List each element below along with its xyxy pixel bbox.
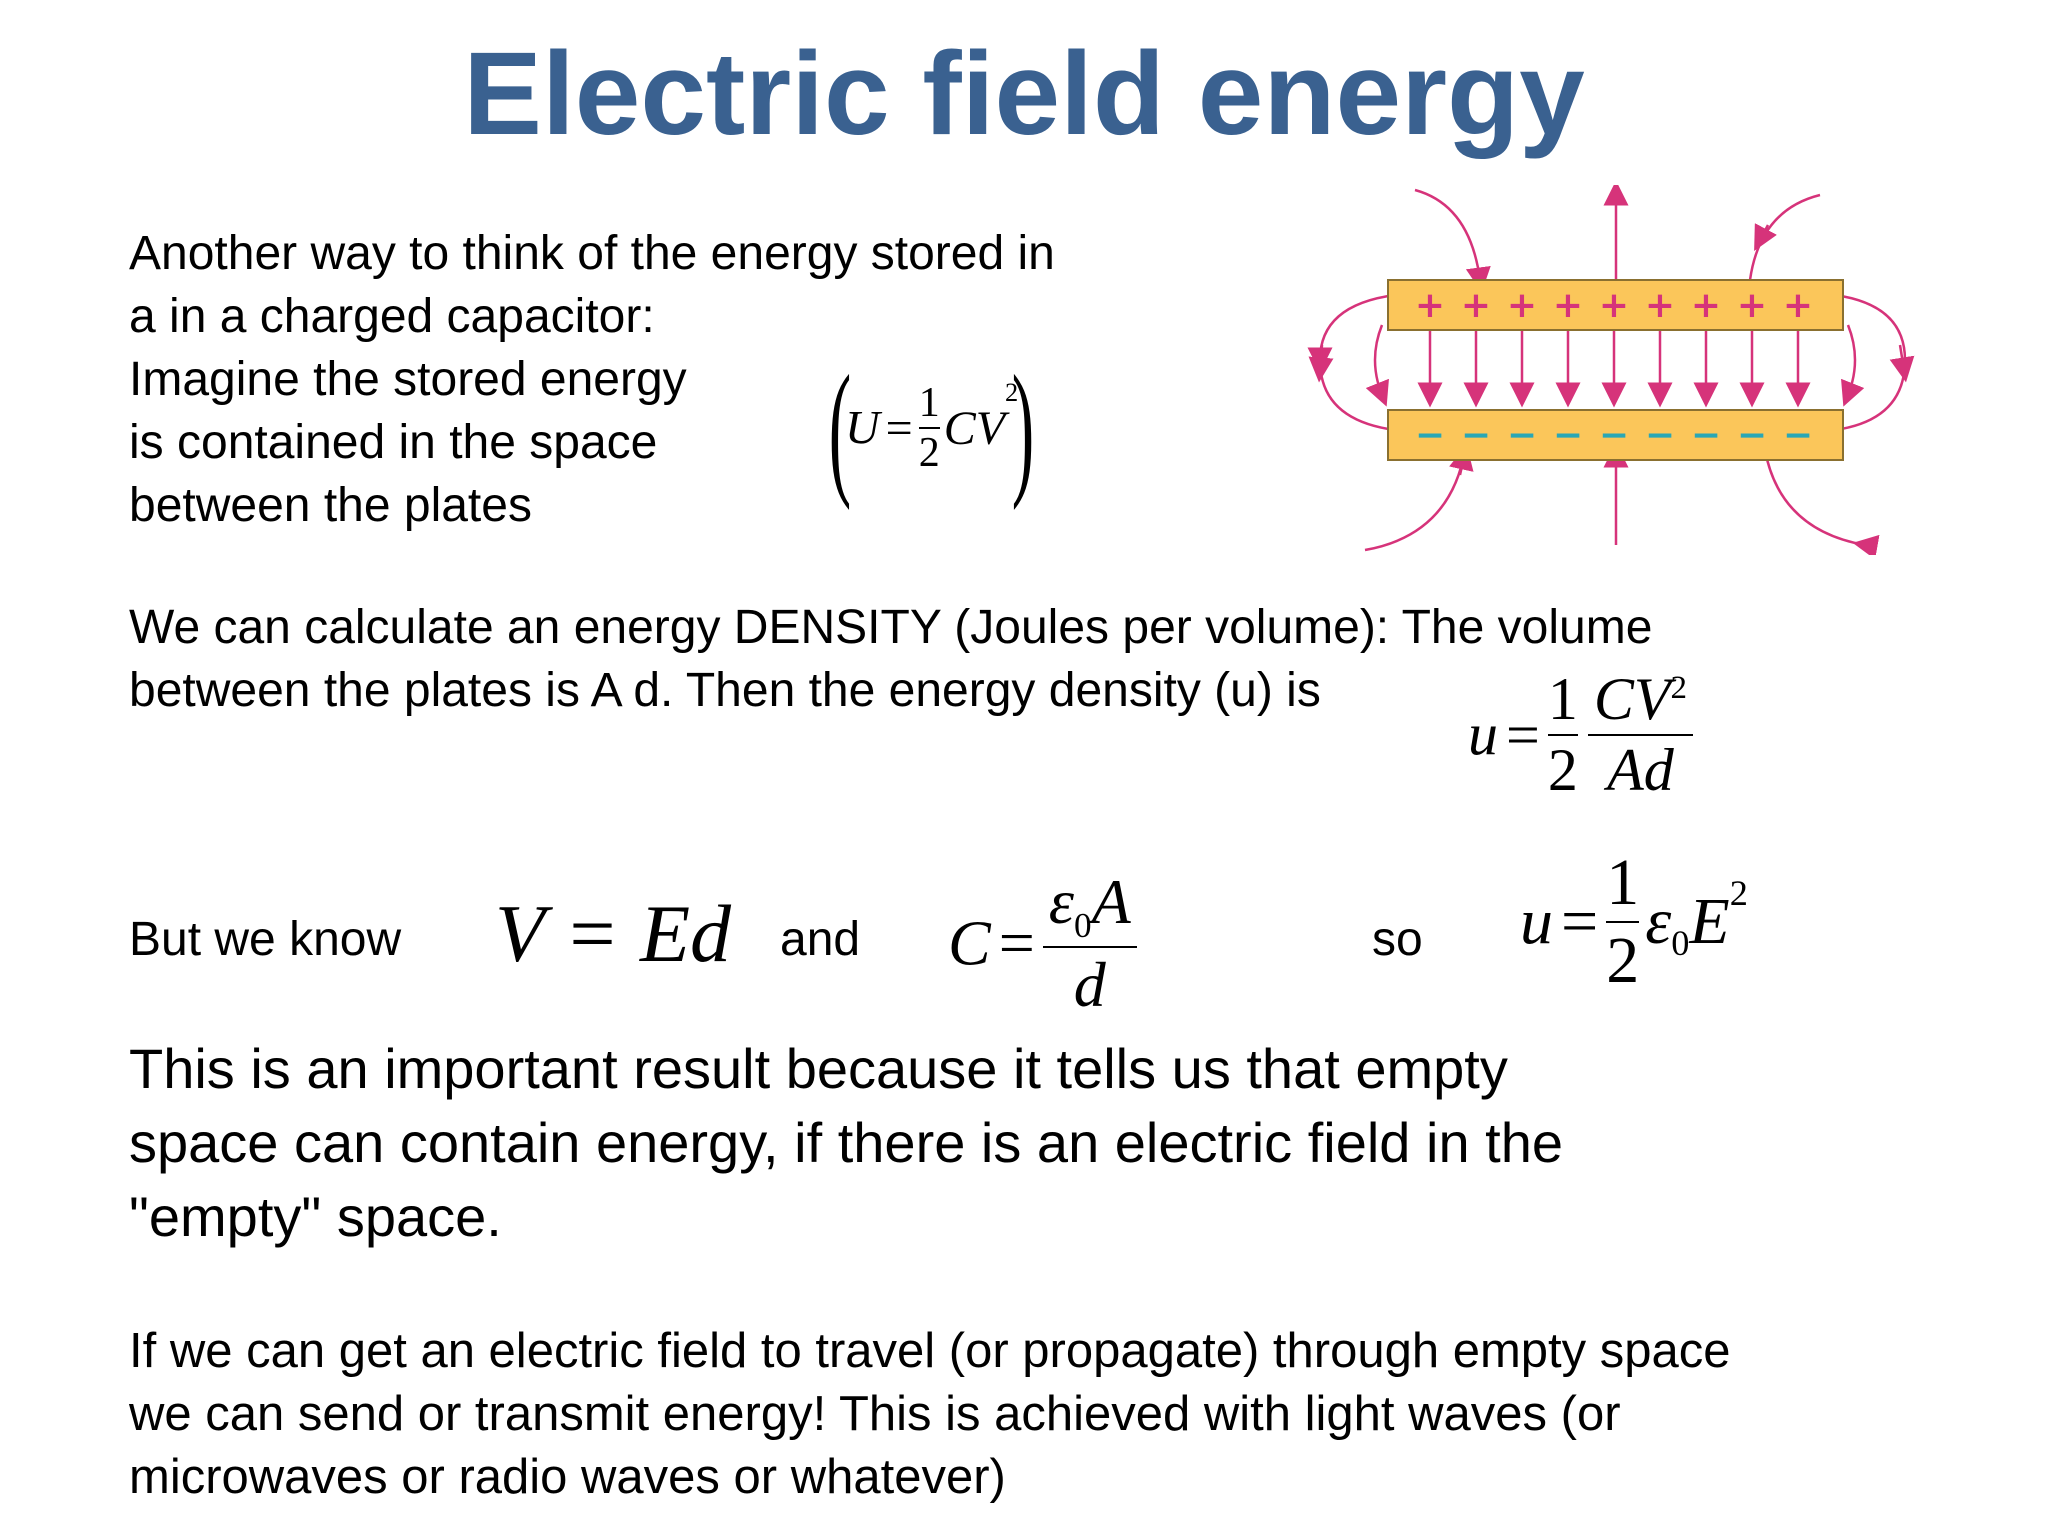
negative-plate [1387,409,1844,461]
eq-lhs: u [1468,701,1498,768]
plus-sign: + [1415,285,1445,326]
plus-charges: + + + + + + + + + [1415,285,1813,326]
important-result-paragraph: This is an important result because it t… [129,1032,1563,1254]
internal-field-lines [1365,320,1865,408]
eq-sign: = [998,907,1035,979]
plus-sign: + [1553,285,1583,326]
eq-lhs: C [948,907,991,979]
numerator: ε0A [1043,865,1137,946]
minus-sign: − [1415,415,1445,456]
plus-sign: + [1461,285,1491,326]
minus-sign: − [1737,415,1767,456]
text-line: We can calculate an energy DENSITY (Joul… [129,601,1653,654]
page-title: Electric field energy [463,28,1585,160]
text-line: a in a charged capacitor: [129,290,655,343]
minus-sign: − [1507,415,1537,456]
minus-charges: − − − − − − − − − [1415,415,1813,456]
eq-sign: = [1561,885,1599,958]
text-line: Another way to think of the energy store… [129,227,1055,280]
eq-sign: = [1506,701,1540,768]
exponent: 2 [1729,873,1748,914]
plus-sign: + [1599,285,1629,326]
exponent: 2 [1670,670,1688,706]
right-paren: ) [1011,345,1035,511]
minus-sign: − [1783,415,1813,456]
plus-sign: + [1691,285,1721,326]
text-line: microwaves or radio waves or whatever) [129,1450,1006,1504]
positive-plate [1387,279,1844,331]
left-paren: ( [828,345,852,511]
cv-term: CV [1593,666,1671,732]
denominator: Ad [1607,737,1674,803]
text-line: If we can get an electric field to trave… [129,1324,1731,1378]
text-line: space can contain energy, if there is an… [129,1111,1563,1174]
eq-lhs: U [844,401,880,455]
minus-sign: − [1691,415,1721,456]
minus-sign: − [1645,415,1675,456]
capacitor-field-diagram: + + + + + + + + + − − − − − − − − − [1307,185,1915,555]
plus-sign: + [1645,285,1675,326]
plus-sign: + [1507,285,1537,326]
text-line: This is an important result because it t… [129,1037,1508,1100]
v-equals-ed-equation: V = Ed [495,888,732,979]
epsilon-symbol: ε [1645,885,1672,958]
numerator: 1 [918,380,940,426]
text-line: between the plates [129,479,532,532]
plus-sign: + [1737,285,1767,326]
minus-sign: − [1599,415,1629,456]
minus-sign: − [1553,415,1583,456]
text-line: we can send or transmit energy! This is … [129,1387,1621,1441]
eq-lhs: u [1520,885,1553,958]
eq-sign: = [885,401,913,455]
text-line: is contained in the space [129,416,658,469]
text-line: "empty" space. [129,1185,502,1248]
but-we-know-label: But we know [129,913,402,966]
and-label: and [780,913,861,966]
text-line: between the plates is A d. Then the ener… [129,664,1321,717]
e-field-symbol: E [1689,885,1730,958]
exponent: 2 [1005,377,1019,408]
minus-sign: − [1461,415,1491,456]
denominator: 2 [918,430,940,476]
denominator: 2 [1606,924,1640,997]
density-paragraph: We can calculate an energy DENSITY (Joul… [129,596,1652,722]
numerator: 1 [1606,846,1640,919]
subscript: 0 [1671,923,1690,964]
field-lines [1307,185,1915,555]
propagation-paragraph: If we can get an electric field to trave… [129,1320,1731,1509]
text-line: Imagine the stored energy [129,353,687,406]
numerator: 1 [1547,666,1578,732]
area-symbol: A [1091,866,1131,937]
numerator: CV2 [1588,665,1693,734]
intro-paragraph: Another way to think of the energy store… [129,222,1055,537]
denominator: 2 [1547,737,1578,803]
eq-rhs: CV [943,401,1006,455]
subscript: 0 [1074,905,1092,945]
denominator: d [1073,948,1106,1020]
so-label: so [1372,913,1423,966]
plus-sign: + [1783,285,1813,326]
epsilon-symbol: ε [1048,866,1074,937]
